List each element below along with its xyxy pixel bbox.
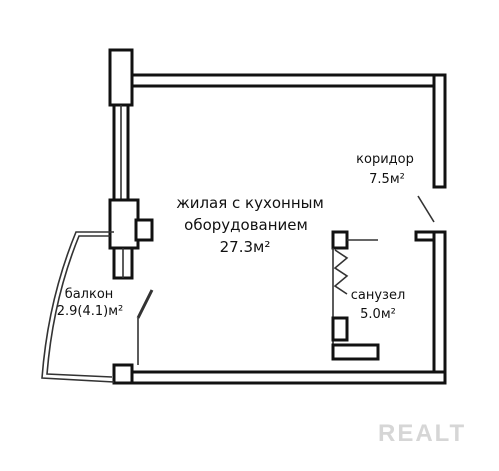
bathroom-vent xyxy=(333,249,349,295)
top-wall xyxy=(130,73,436,88)
corridor-area: 7.5м² xyxy=(369,172,405,187)
balcony-door xyxy=(136,289,154,319)
living-room-label-line2: оборудованием xyxy=(184,216,308,234)
bathroom-area: 5.0м² xyxy=(360,307,396,322)
living-room-label-line1: жилая с кухонным xyxy=(176,194,324,212)
balcony-label: балкон xyxy=(65,287,114,302)
bathroom-label: санузел xyxy=(351,288,406,303)
watermark-logo: REALT xyxy=(378,420,466,447)
balcony-area: 2.9(4.1)м² xyxy=(57,304,124,319)
left-pier xyxy=(134,218,154,242)
left-wall-block-top xyxy=(108,48,134,107)
bottom-wall xyxy=(130,370,447,385)
corridor-label: коридор xyxy=(356,152,414,167)
left-wall-block-bottom xyxy=(112,363,134,385)
balcony-outline xyxy=(41,231,115,383)
right-wall-lower xyxy=(432,230,447,384)
bathroom-door-jamb xyxy=(331,343,380,361)
living-room-area: 27.3м² xyxy=(220,238,271,256)
bathroom-wall-bottom-left xyxy=(331,316,349,342)
corridor-door xyxy=(417,195,435,223)
bathroom-wall-top-left xyxy=(331,230,349,250)
right-wall-upper xyxy=(432,73,447,189)
bathroom-wall-top-right xyxy=(414,230,436,242)
balcony-inner xyxy=(46,235,113,378)
left-wall-block-mid xyxy=(108,198,140,250)
